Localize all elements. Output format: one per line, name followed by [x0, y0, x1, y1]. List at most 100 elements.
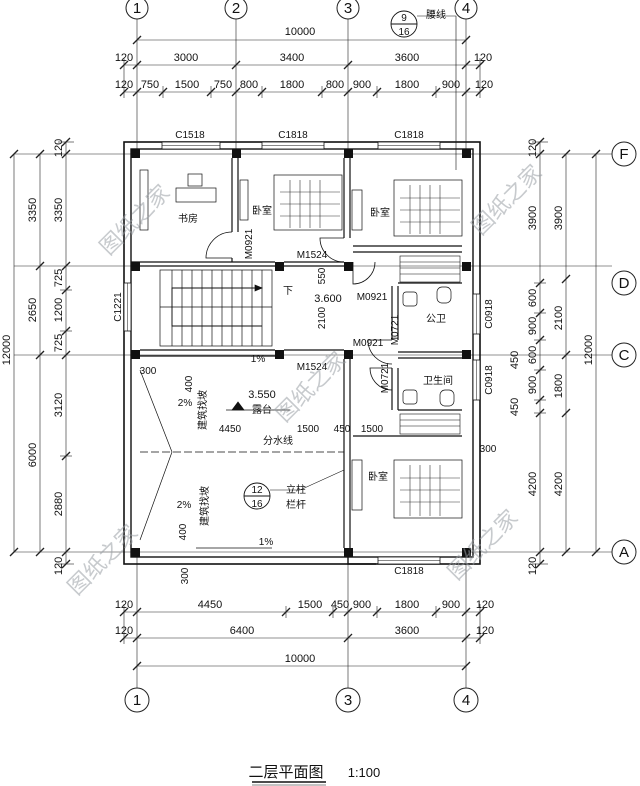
- bed-patterns: [280, 180, 460, 516]
- dim-left-mid: 3350: [27, 198, 39, 222]
- terrace-level-label: 3.550: [248, 389, 276, 401]
- axis-label-right-a: A: [619, 544, 629, 561]
- dim-bottom-mid: 120: [476, 625, 494, 637]
- dim-top-detail: 900: [353, 79, 371, 91]
- dim-note: 450: [334, 424, 351, 435]
- dim-bottom-detail: 900: [442, 599, 460, 611]
- dim-bottom-mid: 6400: [230, 625, 254, 637]
- window-label-c1818-bottom: C1818: [394, 566, 424, 577]
- furniture: [139, 169, 463, 519]
- dim-bottom-mid: 3600: [395, 625, 419, 637]
- room-labels: 书房 卧室 卧室 卧室 公卫 卫生间 露台: [178, 204, 453, 483]
- door-label-m0721-b: M0721: [380, 362, 391, 393]
- door-label-m0921-c: M0921: [353, 338, 384, 349]
- right-dimension-ticks: [535, 137, 601, 569]
- dim-note: 300: [140, 366, 157, 377]
- dim-right-detail: 120: [527, 139, 539, 157]
- dim-bottom-detail: 120: [115, 599, 133, 611]
- tv-cabinet-2: [351, 459, 363, 511]
- dim-note: 1500: [297, 424, 320, 435]
- basin-2: [402, 389, 418, 405]
- drawing-scale: 1:100: [348, 765, 381, 780]
- dim-left-detail: 120: [53, 557, 65, 575]
- window-label-c1221: C1221: [113, 292, 124, 322]
- axis-labels-right: F D C A: [619, 146, 630, 561]
- bed-2: [393, 179, 463, 237]
- toilet-1: [436, 286, 452, 304]
- dim-bottom-detail: 1800: [395, 599, 419, 611]
- left-dimension-lines: [13, 141, 74, 565]
- dim-right-total: 12000: [583, 335, 595, 366]
- axis-bubbles-top: [125, 0, 478, 20]
- wardrobe-1: [239, 179, 249, 221]
- dim-top-mid: 3400: [280, 52, 304, 64]
- axis-bubbles-bottom: [124, 687, 479, 713]
- column-label: 立柱: [286, 483, 306, 496]
- bed-1: [273, 174, 343, 231]
- watershed-label: 分水线: [263, 434, 293, 447]
- dim-top-total: 10000: [285, 26, 316, 38]
- dim-note: 300: [480, 444, 497, 455]
- roof-slope-note: 建筑找坡: [196, 390, 209, 430]
- room-label-bedroom-3: 卧室: [368, 470, 388, 483]
- dim-left-mid: 6000: [27, 443, 39, 467]
- dim-right-detail: 600: [527, 346, 539, 364]
- dim-top-detail: 750: [214, 79, 232, 91]
- dim-top-detail: 900: [442, 79, 460, 91]
- dim-top-detail: 1800: [395, 79, 419, 91]
- left-dimension-texts: 12000 3350 2650 6000 120 3350 725 1200 7…: [1, 139, 65, 575]
- dim-bottom-total: 10000: [285, 653, 316, 665]
- axis-labels-bottom: 1 3 4: [133, 692, 470, 709]
- dim-top-detail: 800: [240, 79, 258, 91]
- doors: [205, 231, 393, 391]
- axis-label-top-1: 1: [133, 0, 141, 17]
- closets: [399, 255, 461, 435]
- axis-label-right-c: C: [619, 347, 630, 364]
- study-chair: [187, 173, 203, 187]
- slope-label: 1%: [251, 354, 266, 365]
- dim-right-mid: 4200: [553, 472, 565, 496]
- dim-left-detail: 2880: [53, 492, 65, 516]
- dim-top-detail: 120: [475, 79, 493, 91]
- dim-note: 300: [180, 567, 191, 584]
- bed-3: [393, 459, 463, 519]
- waistline-label: 腰线: [426, 8, 446, 21]
- dim-bottom-detail: 450: [331, 599, 349, 611]
- axis-grid-lines: [14, 18, 612, 688]
- dim-note: 400: [178, 523, 189, 540]
- dim-note: 4450: [219, 424, 242, 435]
- stair-direction-label: 下: [283, 286, 293, 297]
- drawing-title-block: 二层平面图 1:100: [248, 764, 381, 786]
- window-label-c1818-1: C1818: [278, 130, 308, 141]
- dim-right-extra: 450: [509, 398, 521, 416]
- leader-lines: [270, 15, 457, 491]
- dim-note: 2100: [317, 306, 328, 329]
- opening-labels: C1518 C1818 C1818 C1818 C1221 C0918 C091…: [113, 130, 495, 577]
- callout-2-bottom: 16: [251, 499, 263, 510]
- basin-1: [402, 291, 418, 307]
- dim-bottom-detail: 4450: [198, 599, 222, 611]
- watermark: 图纸之家: [63, 520, 143, 600]
- callout-2-top: 12: [251, 485, 263, 496]
- interior-walls: [131, 158, 462, 548]
- dim-left-detail: 120: [53, 139, 65, 157]
- study-shelf: [139, 169, 149, 231]
- callout-bubbles: [243, 10, 418, 510]
- watermark: 图纸之家: [443, 505, 523, 585]
- room-label-bedroom-1: 卧室: [252, 204, 272, 217]
- dim-left-detail: 725: [53, 334, 65, 352]
- room-label-public-wc: 公卫: [426, 314, 446, 325]
- dim-right-detail: 3900: [527, 206, 539, 230]
- top-dimension-ticks: [119, 35, 485, 97]
- floor-level-label: 3.600: [314, 293, 342, 305]
- window-label-c1818-2: C1818: [394, 130, 424, 141]
- dim-note: 400: [184, 375, 195, 392]
- dim-top-detail: 1800: [280, 79, 304, 91]
- dim-bottom-detail: 1500: [298, 599, 322, 611]
- railing-label: 栏杆: [286, 498, 306, 511]
- dim-top-detail: 120: [115, 79, 133, 91]
- axis-label-bottom-3: 3: [344, 692, 352, 709]
- room-label-bathroom: 卫生间: [423, 374, 453, 387]
- slope-label: 1%: [259, 537, 274, 548]
- study-desk: [175, 187, 217, 203]
